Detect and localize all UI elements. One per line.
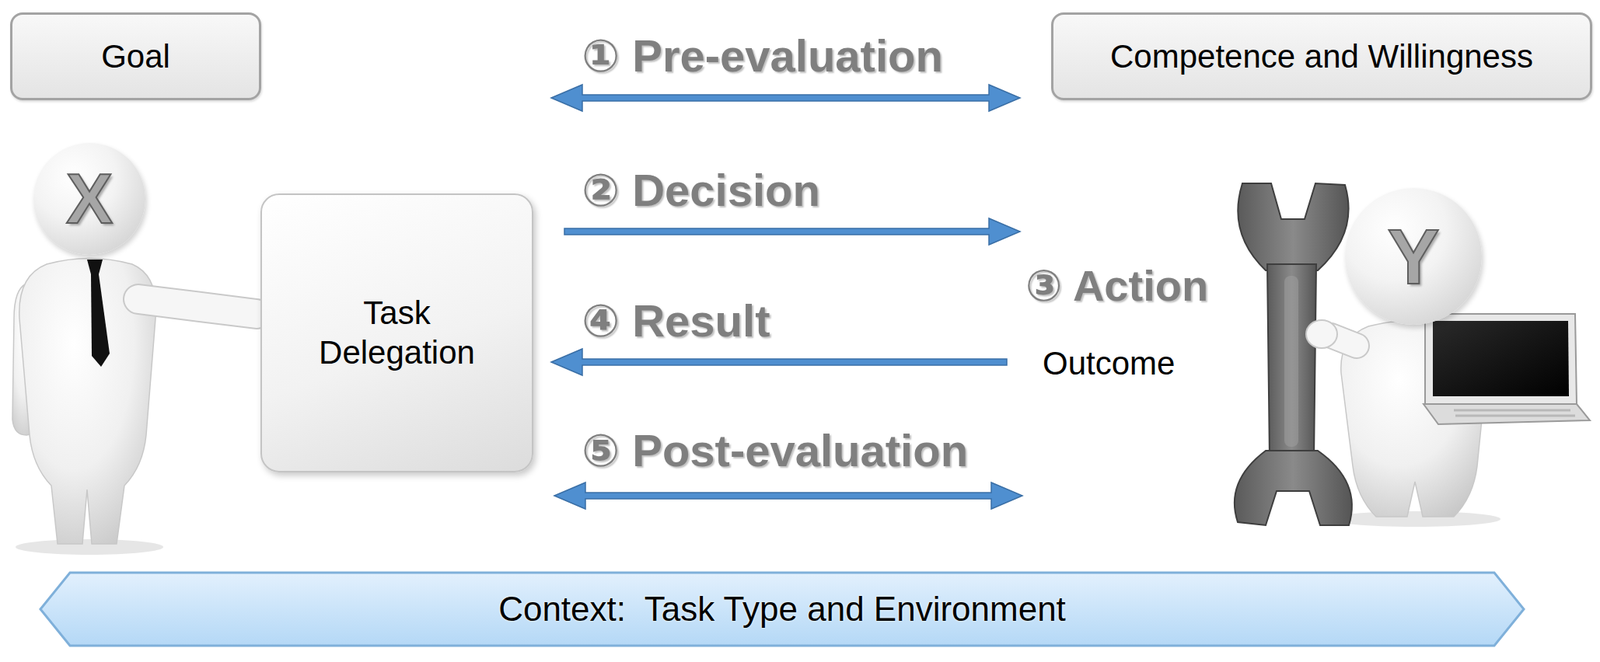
laptop-keys (1453, 409, 1571, 413)
tie-knot (87, 259, 103, 275)
node-text: Context: Task Type and Environment (498, 590, 1066, 629)
wrench-groove (1284, 275, 1299, 448)
actor-letter: Y (1387, 217, 1440, 296)
laptop-keys (1455, 415, 1576, 418)
double-arrow (551, 84, 1021, 112)
actor-head: Y (1344, 188, 1482, 325)
hand (1306, 320, 1338, 349)
step-label: ① Pre-evaluation (581, 31, 944, 81)
pointing-arm (138, 299, 257, 315)
outcome-label: Outcome (1042, 345, 1175, 382)
goal-box: Goal (10, 12, 262, 101)
node-text: Goal (101, 38, 171, 76)
laptop-screen (1432, 321, 1569, 397)
right-arrow (564, 218, 1021, 245)
context-band: Context: Task Type and Environment (38, 571, 1526, 648)
node-text: Competence and Willingness (1110, 38, 1534, 76)
actor-letter: X (66, 164, 113, 235)
left-arrow (551, 349, 1007, 376)
actor-head: X (33, 143, 146, 256)
band-shape (40, 572, 1524, 647)
wrench-head (1237, 183, 1349, 271)
wrench-head (1234, 450, 1352, 526)
wrench-shaft (1267, 264, 1317, 459)
ground-shadow (1329, 511, 1501, 528)
node-text: Task Delegation (296, 293, 499, 373)
actor-attribute-box: Competence and Willingness (1051, 12, 1593, 101)
laptop-lid (1425, 314, 1577, 405)
step-label: ④ Result (581, 296, 770, 346)
double-arrow (554, 482, 1023, 510)
task-card: Task Delegation (260, 193, 534, 473)
laptop-base (1423, 404, 1590, 425)
step-label: ⑤ Post-evaluation (581, 426, 968, 476)
step-label: ③ Action (1025, 262, 1209, 311)
pointing-arm-outline (138, 299, 257, 315)
step-label: ② Decision (581, 165, 821, 216)
ground-shadow (15, 539, 164, 556)
tie (90, 274, 110, 367)
